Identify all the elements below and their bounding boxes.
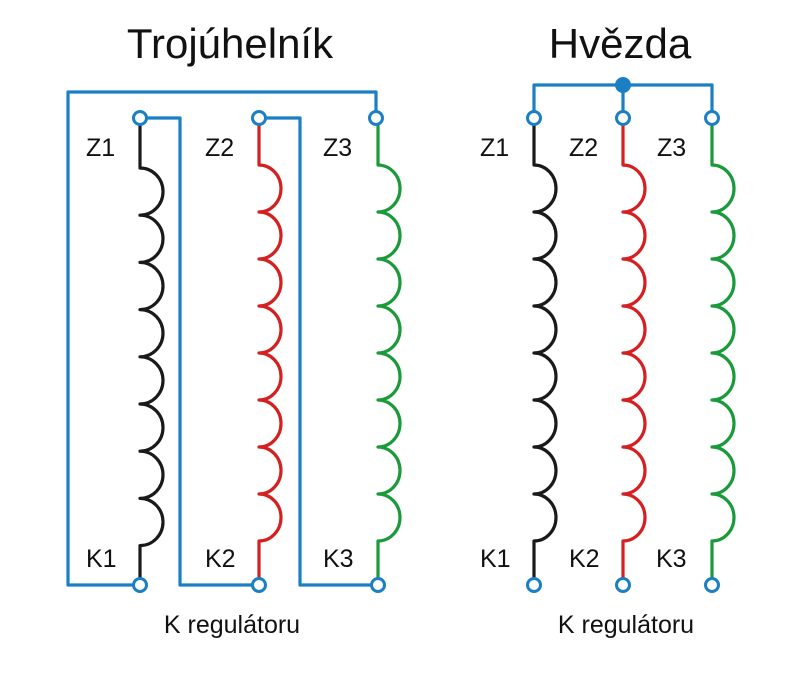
- star-winding-1: [532, 123, 558, 580]
- star-winding-2: [621, 123, 647, 580]
- star-label-k1: K1: [480, 545, 511, 573]
- star-terminal-k3: [704, 577, 720, 593]
- delta-terminal-k2: [251, 577, 267, 593]
- delta-label-k3: K3: [323, 545, 354, 573]
- delta-terminal-z3: [368, 110, 384, 126]
- star-terminal-z1: [526, 110, 542, 126]
- star-winding-3: [710, 123, 736, 580]
- star-label-z2: Z2: [569, 134, 598, 162]
- delta-title: Trojúhelník: [127, 20, 334, 67]
- delta-caption: K regulátoru: [164, 611, 300, 639]
- star-label-z1: Z1: [480, 134, 509, 162]
- delta-terminal-k1: [132, 577, 148, 593]
- delta-wire-k1-z3: [66, 90, 378, 587]
- star-diagram: Hvězda Z1 Z2 Z3 K1 K2 K3 K regulátoru: [480, 20, 736, 639]
- delta-terminal-z2: [251, 110, 267, 126]
- delta-winding-1: [138, 123, 165, 580]
- star-label-k2: K2: [569, 545, 600, 573]
- delta-wire-z2-k3: [264, 116, 373, 587]
- star-terminal-k2: [615, 577, 631, 593]
- star-label-z3: Z3: [657, 134, 686, 162]
- delta-terminal-z1: [132, 110, 148, 126]
- delta-winding-2: [257, 123, 283, 580]
- delta-diagram: Trojúhelník Z1 Z2 Z3 K1 K2 K3 K reguláto…: [66, 20, 402, 639]
- delta-label-k1: K1: [86, 545, 117, 573]
- delta-wire-z1-k2: [145, 116, 254, 587]
- delta-label-z3: Z3: [323, 134, 352, 162]
- star-neutral-node: [615, 77, 631, 93]
- star-terminal-z2: [615, 110, 631, 126]
- delta-terminal-k3: [370, 577, 386, 593]
- delta-label-z2: Z2: [205, 134, 234, 162]
- star-title: Hvězda: [549, 20, 692, 67]
- star-terminal-k1: [526, 577, 542, 593]
- delta-label-k2: K2: [205, 545, 236, 573]
- star-label-k3: K3: [656, 545, 687, 573]
- star-caption: K regulátoru: [558, 611, 694, 639]
- star-terminal-z3: [704, 110, 720, 126]
- delta-label-z1: Z1: [86, 134, 115, 162]
- delta-winding-3: [376, 123, 402, 580]
